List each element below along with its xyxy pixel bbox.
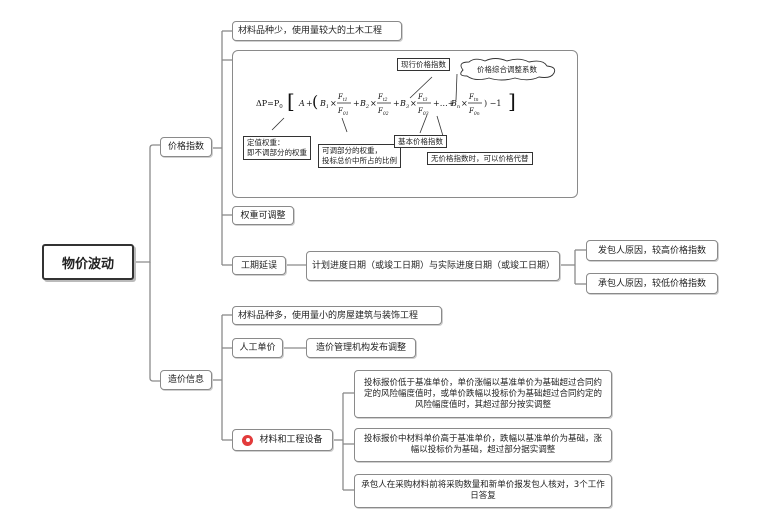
svg-text:×: × bbox=[370, 99, 377, 108]
svg-text:Ft1: Ft1 bbox=[337, 93, 348, 103]
labor-price-detail-node[interactable]: 造价管理机构发布调整 bbox=[306, 338, 416, 358]
svg-text:+: + bbox=[353, 99, 360, 108]
formula-A: A bbox=[298, 99, 305, 108]
svg-text:+: + bbox=[393, 99, 400, 108]
annotation-no-index: 无价格指数时，可以价格代替 bbox=[427, 152, 533, 165]
material-rule-low-bid-node[interactable]: 投标报价低于基准单价，单价涨幅以基准单价为基础超过合同约定的风险幅度值时，或单价… bbox=[354, 370, 612, 418]
materials-equipment-label: 材料和工程设备 bbox=[259, 435, 323, 445]
annotation-current-index: 现行价格指数 bbox=[397, 58, 450, 71]
svg-text:B2: B2 bbox=[359, 99, 369, 110]
svg-text:B3: B3 bbox=[399, 99, 409, 110]
svg-text:+…+: +…+ bbox=[433, 99, 454, 108]
cost-info-node[interactable]: 造价信息 bbox=[160, 370, 212, 390]
svg-text:B1: B1 bbox=[319, 99, 329, 110]
adjustment-coefficient-cloud: 价格综合调整系数 bbox=[460, 58, 556, 81]
formula-lhs: ΔP=P bbox=[256, 99, 280, 108]
svg-text:Ft3: Ft3 bbox=[417, 93, 428, 103]
price-index-scope-node[interactable]: 材料品种少，使用量较大的土木工程 bbox=[232, 21, 402, 41]
materials-equipment-node[interactable]: 材料和工程设备 bbox=[232, 429, 333, 451]
annotation-base-index: 基本价格指数 bbox=[394, 135, 447, 148]
cost-info-scope-node[interactable]: 材料品种多，使用量小的房屋建筑与装饰工程 bbox=[232, 306, 442, 325]
price-index-node[interactable]: 价格指数 bbox=[160, 137, 212, 157]
annotation-fixed-weight: 定值权重： 即不调部分的权重 bbox=[243, 136, 311, 160]
svg-text:Ftn: Ftn bbox=[468, 93, 479, 103]
contractor-fault-node[interactable]: 承包人原因，较低价格指数 bbox=[586, 273, 718, 294]
annotation-adjustable-weight: 可调部分的权重， 投标总价中所占的比例 bbox=[318, 144, 401, 168]
svg-text:F0n: F0n bbox=[468, 107, 480, 117]
material-report-rule-node[interactable]: 承包人在采购材料前将采购数量和新单价报发包人核对，3个工作日答复 bbox=[354, 474, 612, 508]
formula-svg: ΔP=P0 [ A + ( B1 × Ft1 F01 + B2 × Ft2 F0… bbox=[256, 89, 516, 117]
labor-price-node[interactable]: 人工单价 bbox=[232, 338, 283, 358]
svg-text:×: × bbox=[410, 99, 417, 108]
svg-text:×: × bbox=[330, 99, 337, 108]
formula-plus-0: + bbox=[306, 99, 313, 108]
cloud-label: 价格综合调整系数 bbox=[477, 64, 537, 74]
svg-text:×: × bbox=[461, 99, 468, 108]
svg-text:Ft2: Ft2 bbox=[377, 93, 388, 103]
employer-fault-node[interactable]: 发包人原因，较高价格指数 bbox=[586, 240, 718, 261]
svg-text:Bn: Bn bbox=[450, 99, 460, 110]
svg-text:F01: F01 bbox=[337, 107, 349, 117]
weights-adjustable-node[interactable]: 权重可调整 bbox=[232, 206, 294, 225]
material-rule-high-bid-node[interactable]: 投标报价中材料单价高于基准单价，跌幅以基准单价为基础，涨幅以投标价为基础，超过部… bbox=[354, 428, 612, 462]
formula-open-paren: ( bbox=[312, 92, 318, 111]
svg-text:F02: F02 bbox=[377, 107, 389, 117]
delay-condition-node[interactable]: 计划进度日期（或竣工日期）与实际进度日期（或竣工日期） bbox=[306, 251, 560, 281]
svg-text:ΔP=P0: ΔP=P0 bbox=[256, 99, 283, 110]
formula-close-bracket: ] bbox=[508, 89, 516, 113]
price-adjustment-formula: ΔP=P0 [ A + ( B1 × Ft1 F01 + B2 × Ft2 F0… bbox=[256, 89, 516, 119]
svg-text:) −1: ) −1 bbox=[484, 99, 501, 108]
svg-text:F03: F03 bbox=[417, 107, 429, 117]
formula-B1: B bbox=[319, 99, 326, 108]
formula-open-bracket: [ bbox=[287, 89, 295, 113]
annotation-pointers bbox=[271, 73, 458, 147]
marker-icon bbox=[242, 434, 254, 446]
delay-node[interactable]: 工期延误 bbox=[232, 256, 286, 275]
root-node[interactable]: 物价波动 bbox=[42, 244, 134, 280]
